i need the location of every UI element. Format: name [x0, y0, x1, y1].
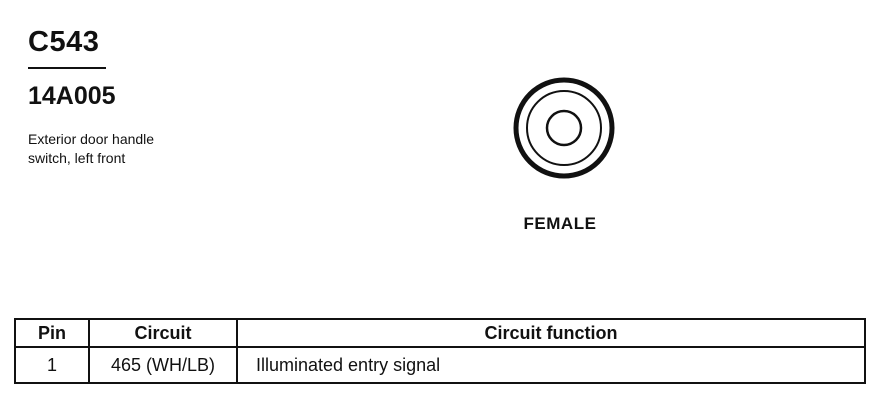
- header-circuit: Circuit: [88, 318, 238, 348]
- connector-face-diagram: [513, 77, 615, 179]
- pin-table-header-row: Pin Circuit Circuit function: [14, 318, 866, 348]
- connector-id: C543: [28, 26, 100, 58]
- description-line-2: switch, left front: [28, 150, 126, 166]
- cell-circuit: 465 (WH/LB): [88, 346, 238, 384]
- connector-description: Exterior door handle switch, left front: [28, 130, 228, 168]
- pin-table: Pin Circuit Circuit function 1 465 (WH/L…: [14, 318, 866, 384]
- part-number: 14A005: [28, 82, 116, 110]
- cell-circuit-function: Illuminated entry signal: [236, 346, 866, 384]
- connector-pin-cavity: [545, 109, 583, 147]
- table-row: 1 465 (WH/LB) Illuminated entry signal: [14, 346, 866, 384]
- connector-outer-ring: [513, 77, 615, 179]
- cell-pin: 1: [14, 346, 90, 384]
- connector-inner-ring: [526, 90, 602, 166]
- header-circuit-function: Circuit function: [236, 318, 866, 348]
- connector-gender-label: FEMALE: [523, 214, 597, 233]
- title-underline: [28, 67, 106, 69]
- description-line-1: Exterior door handle: [28, 131, 155, 147]
- header-pin: Pin: [14, 318, 90, 348]
